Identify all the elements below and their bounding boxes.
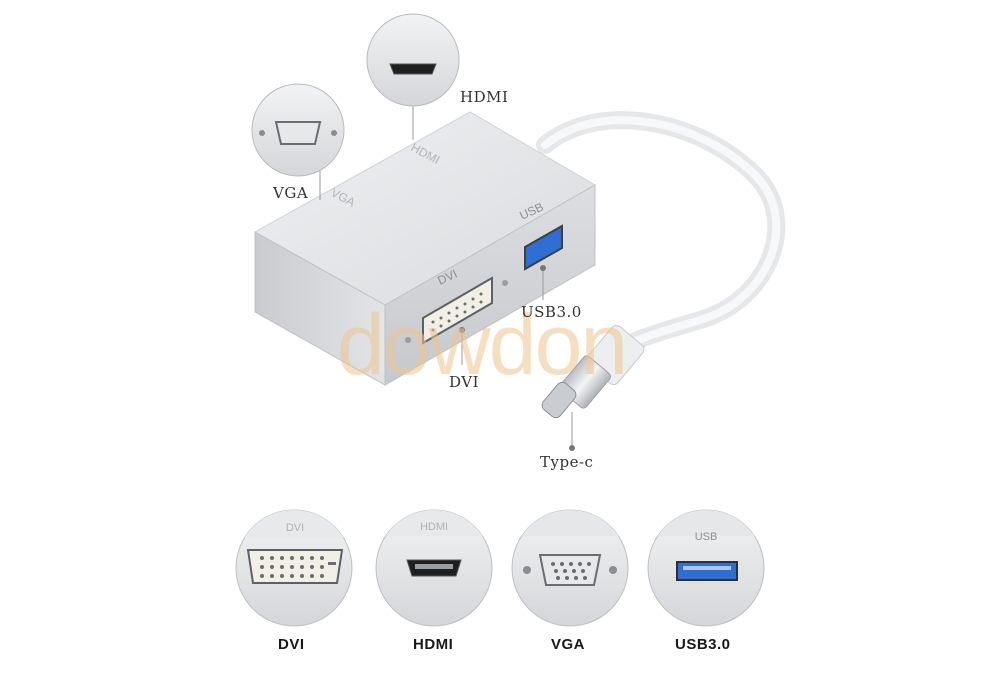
bottom-label-hdmi: HDMI [413, 636, 454, 653]
bottom-vga-circle [511, 509, 629, 627]
bottom-usb3-circle: USB [647, 509, 765, 627]
typec-plug [541, 324, 645, 419]
watermark: dowdon [337, 297, 628, 393]
usb-port-icon [524, 224, 563, 271]
adapter-body: HDMI VGA USB DVI [253, 111, 596, 386]
usb3-port-icon [676, 561, 738, 581]
bottom-usb-engraved: USB [695, 531, 718, 543]
bottom-dvi-engraved: DVI [286, 522, 304, 534]
label-usb3: USB3.0 [521, 303, 582, 321]
bottom-hdmi-engraved: HDMI [420, 521, 448, 533]
callout-hdmi [366, 13, 460, 140]
label-dvi: DVI [449, 373, 480, 391]
bottom-hdmi-circle: HDMI [375, 509, 493, 627]
label-typec: Type-c [540, 453, 594, 471]
bottom-dvi-circle: DVI [235, 509, 353, 627]
label-vga: VGA [273, 184, 309, 202]
vga-port-icon [538, 554, 602, 586]
label-hdmi: HDMI [460, 88, 509, 106]
bottom-label-dvi: DVI [278, 636, 305, 653]
callout-vga [251, 83, 345, 200]
bottom-label-usb3: USB3.0 [675, 636, 731, 653]
bottom-label-vga: VGA [551, 636, 586, 653]
